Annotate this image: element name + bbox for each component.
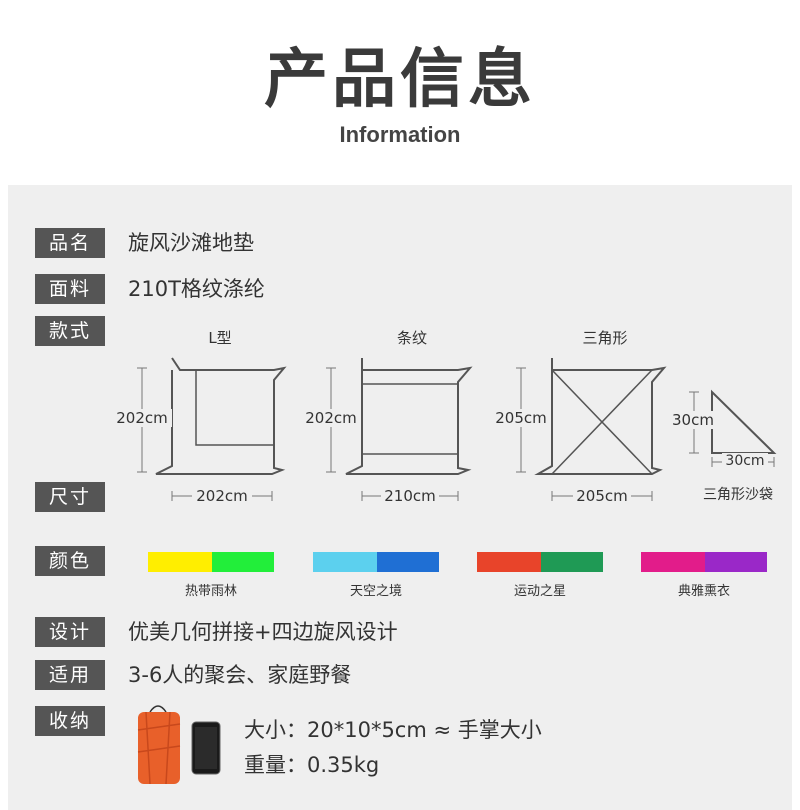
style-name-stripe: 条纹 [396, 329, 427, 347]
storage-weight: 重量：0.35kg [244, 753, 380, 777]
label-storage: 收纳 [35, 706, 105, 736]
label-size: 尺寸 [35, 482, 105, 512]
stripe-width: 210cm [381, 487, 439, 505]
storage-size: 大小：20*10*5cm ≈ 手掌大小 [244, 718, 542, 742]
phone-icon [191, 721, 221, 775]
value-fabric: 210T格纹涤纶 [128, 277, 265, 301]
value-design: 优美几何拼接+四边旋风设计 [128, 620, 398, 644]
swatch-lavender-b [705, 552, 767, 572]
bag-height: 30cm [666, 411, 720, 429]
page-subtitle: Information [339, 122, 461, 147]
swatch-sport-b [541, 552, 603, 572]
color-name-lavender: 典雅熏衣 [677, 584, 730, 599]
swatch-sky-b [377, 552, 439, 572]
style-name-l: L型 [208, 329, 232, 347]
value-usage: 3-6人的聚会、家庭野餐 [128, 663, 352, 687]
label-design: 设计 [35, 617, 105, 647]
triangle-mat [534, 358, 667, 475]
triangle-width: 205cm [573, 487, 631, 505]
stripe-height: 202cm [302, 409, 360, 427]
label-name: 品名 [35, 228, 105, 258]
color-name-sky: 天空之境 [349, 584, 402, 599]
swatch-rainforest-b [212, 552, 274, 572]
page-title: 产品信息 [264, 43, 536, 117]
l-type-mat [155, 357, 287, 475]
label-style: 款式 [35, 316, 105, 346]
color-name-rainforest: 热带雨林 [184, 584, 237, 599]
label-color: 颜色 [35, 546, 105, 576]
swatch-lavender-a [641, 552, 705, 572]
style-name-triangle: 三角形 [582, 329, 628, 347]
label-usage: 适用 [35, 660, 105, 690]
l-height: 202cm [112, 409, 172, 427]
l-width: 202cm [192, 487, 252, 505]
swatch-sport-a [477, 552, 541, 572]
bag-width: 30cm [722, 453, 768, 469]
value-name: 旋风沙滩地垫 [128, 231, 254, 255]
swatch-rainforest-a [148, 552, 212, 572]
bag-name: 三角形沙袋 [703, 487, 773, 503]
triangle-height: 205cm [492, 409, 550, 427]
storage-bag-icon [137, 705, 181, 785]
swatch-sky-a [313, 552, 377, 572]
label-fabric: 面料 [35, 274, 105, 304]
stripe-mat [345, 358, 473, 475]
color-name-sport: 运动之星 [513, 584, 566, 599]
